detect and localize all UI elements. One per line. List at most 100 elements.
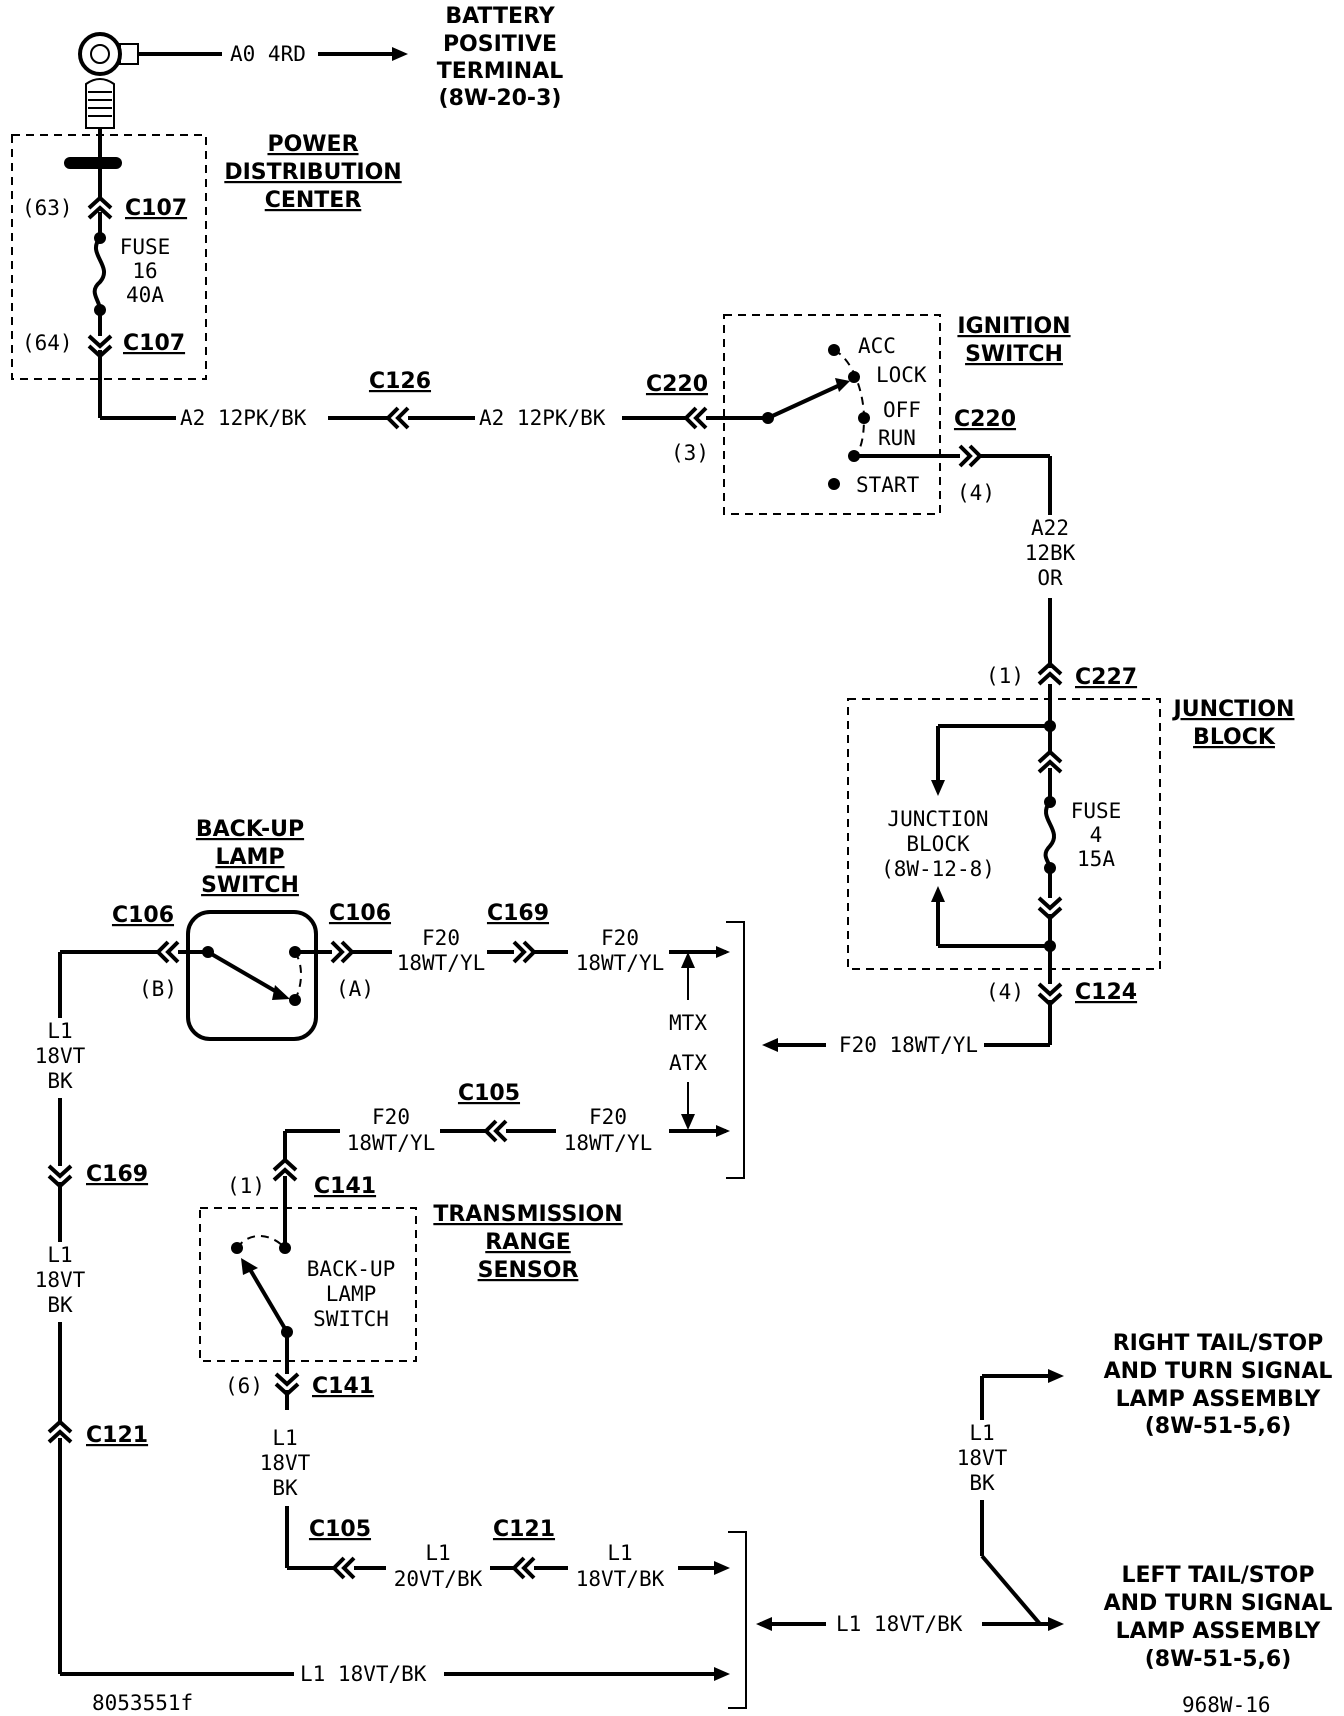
conn-c169-mtx: C169 [487,901,549,926]
battery-title-line2: POSITIVE [443,32,557,57]
junction-ref-line2: BLOCK [906,832,970,856]
pdc-fuse-line1: FUSE [120,235,171,259]
left-lamp-line2: AND TURN SIGNAL [1104,1591,1333,1616]
ignition-switch-box [723,314,941,515]
battery-title-line4: (8W-20-3) [439,86,562,111]
conn-c106-left: C106 [112,903,174,928]
c220-pin-4: (4) [957,481,995,505]
f20-atx-wire2-line2: 18WT/YL [564,1131,653,1155]
backup-switch-body [186,910,318,1041]
conn-c105-out: C105 [309,1517,371,1542]
ignition-pos-acc: ACC [858,334,896,358]
ignition-pos-lock: LOCK [876,363,927,387]
conn-c227: C227 [1075,665,1137,690]
backup-switch-pin-a: (A) [336,977,374,1001]
pdc-title-line1: POWER [267,132,358,157]
right-lamp-line2: AND TURN SIGNAL [1104,1359,1333,1384]
junction-title-line1: JUNCTION [1172,697,1295,722]
f20-atx-wire1-line1: F20 [372,1105,410,1129]
battery-title-line1: BATTERY [445,4,555,29]
conn-c106-right: C106 [329,901,391,926]
left-wire-upper-line2: 18VT [35,1044,86,1068]
trs-switch-line2: LAMP [326,1282,377,1306]
fuse-4-icon [1043,800,1057,869]
backup-switch-title-line3: SWITCH [201,873,299,898]
mtx-atx-bracket [726,921,745,1179]
ignition-title-line1: IGNITION [957,314,1070,339]
footer-left-code: 8053551f [92,1691,193,1715]
junction-fuse-line2: 4 [1090,823,1103,847]
right-lamp-line1: RIGHT TAIL/STOP [1113,1331,1324,1356]
ignition-pos-run: RUN [878,426,916,450]
conn-c126: C126 [369,369,431,394]
conn-c220-out: C220 [954,407,1016,432]
conn-c169-left: C169 [86,1162,148,1187]
a22-line3: OR [1037,566,1063,590]
atx-label: ATX [669,1051,707,1075]
a2-wire-right-label: A2 12PK/BK [479,406,606,430]
left-wire-lower-line3: BK [47,1293,73,1317]
left-wire-upper-line1: L1 [47,1019,72,1043]
trs-pin-6: (6) [225,1374,263,1398]
f20-atx-wire1-line2: 18WT/YL [347,1131,436,1155]
conn-c121-left: C121 [86,1423,148,1448]
trs-title-line2: RANGE [485,1230,570,1255]
branch-wire-line1: L1 [969,1421,994,1445]
battery-wire-label: A0 4RD [230,42,306,66]
a2-wire-left-label: A2 12PK/BK [180,406,307,430]
junction-pin-1: (1) [986,664,1024,688]
conn-c105-atx: C105 [458,1081,520,1106]
output-wire-label: L1 18VT/BK [836,1612,963,1636]
f20-mtx-wire2-line1: F20 [601,926,639,950]
trs-switch-line1: BACK-UP [307,1257,396,1281]
battery-terminal-icon [78,32,139,129]
fuse-16-icon [92,236,107,311]
conn-c124: C124 [1075,980,1137,1005]
trs-pin-1: (1) [227,1174,265,1198]
c220-pin-3: (3) [671,441,709,465]
ignition-pos-start: START [856,473,920,497]
backup-switch-pin-b: (B) [139,977,177,1001]
f20-mtx-wire2-line2: 18WT/YL [576,951,665,975]
left-wire-lower-line2: 18VT [35,1268,86,1292]
pdc-box [11,134,207,380]
junction-fuse-line1: FUSE [1071,799,1122,823]
trs-title-line3: SENSOR [478,1258,579,1283]
conn-c220-in: C220 [646,372,708,397]
pdc-pin-63: (63) [22,196,73,220]
left-lamp-line3: LAMP ASSEMBLY [1116,1619,1322,1644]
atx-out-wire1-line1: L1 [425,1541,450,1565]
atx-out-wire1-line2: 20VT/BK [394,1567,483,1591]
right-lamp-line3: LAMP ASSEMBLY [1116,1387,1322,1412]
battery-title-line3: TERMINAL [437,59,564,84]
trs-box [199,1207,417,1362]
output-bracket [728,1531,747,1709]
a22-line1: A22 [1031,516,1069,540]
trs-wire-line2: 18VT [260,1451,311,1475]
right-lamp-line4: (8W-51-5,6) [1145,1414,1292,1439]
trs-wire-line3: BK [272,1476,298,1500]
junction-fuse-line3: 15A [1077,847,1115,871]
branch-wire-line3: BK [969,1471,995,1495]
ignition-switch-blade [767,383,841,420]
trs-switch-line3: SWITCH [313,1307,389,1331]
a22-line2: 12BK [1025,541,1076,565]
atx-out-wire2-line1: L1 [607,1541,632,1565]
conn-c141-bottom: C141 [312,1374,374,1399]
pdc-conn-c107-top: C107 [125,196,187,221]
left-wire-upper-line3: BK [47,1069,73,1093]
pdc-fuse-line2: 16 [132,259,157,283]
ignition-pos-off: OFF [883,398,921,422]
pdc-conn-c107-bottom: C107 [123,331,185,356]
trs-wire-line1: L1 [272,1426,297,1450]
atx-out-wire2-line2: 18VT/BK [576,1567,665,1591]
left-wire-lower-line1: L1 [47,1243,72,1267]
conn-c121-out: C121 [493,1517,555,1542]
branch-wire-line2: 18VT [957,1446,1008,1470]
pdc-title-line2: DISTRIBUTION [224,160,401,185]
f20-main-label: F20 18WT/YL [839,1033,978,1057]
conn-c141-top: C141 [314,1174,376,1199]
pdc-title-line3: CENTER [265,188,362,213]
junction-block-box [847,698,1161,970]
